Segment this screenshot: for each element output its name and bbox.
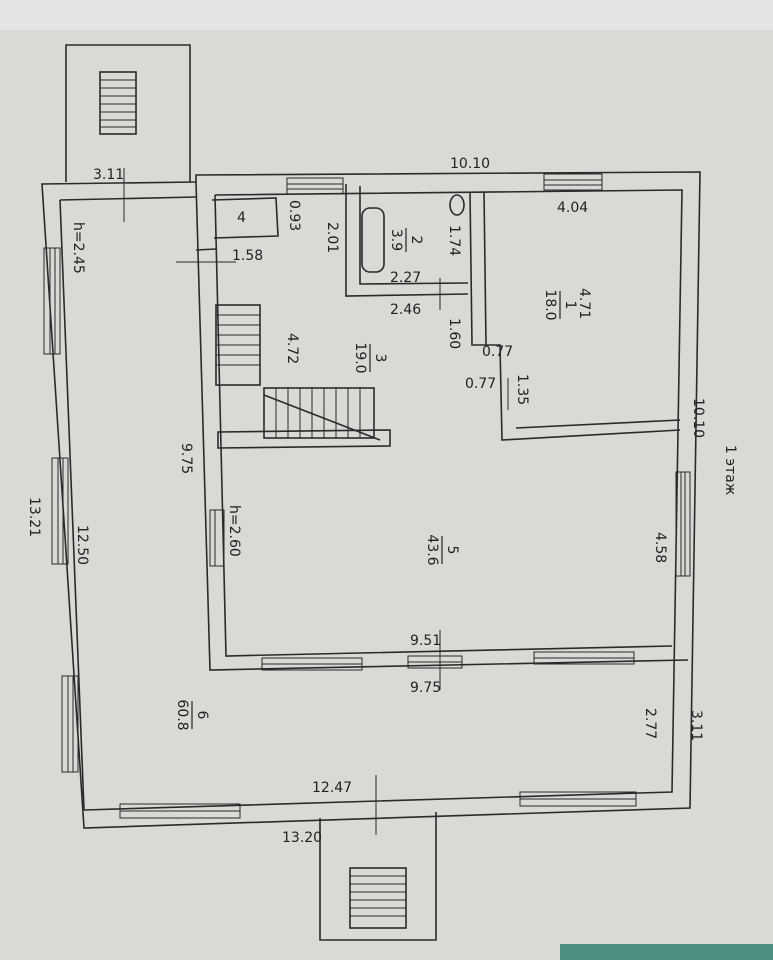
dim-veranda-left-outer: 13.21: [26, 497, 42, 537]
dim-room5-bottom-inner: 9.51: [410, 633, 441, 649]
dim-room4-b: 1.58: [232, 248, 263, 264]
room-number: 1: [562, 301, 578, 310]
height-veranda: h=2.45: [70, 222, 86, 274]
dim-room1-length: 4.71: [576, 288, 592, 319]
dim-veranda-left-inner: 12.50: [74, 525, 90, 565]
dim-bath-a: 2.01: [324, 222, 340, 253]
dim-room1-width: 4.04: [557, 200, 588, 216]
room-area: 19.0: [352, 342, 368, 373]
top-porch: [65, 44, 191, 182]
room-3-label: 3 19.0: [352, 342, 388, 373]
room-6-label: 6 60.8: [174, 699, 210, 730]
room-4-number: 4: [237, 210, 246, 226]
bottom-porch: [319, 812, 437, 941]
room-area: 3.9: [388, 229, 404, 251]
dim-room5-bottom-outer: 9.75: [410, 680, 441, 696]
labels: 10.10 3.11 4.04 1.58 2.27 2.46 0.77 0.77…: [26, 156, 738, 846]
porch-stairs-bottom: [349, 867, 407, 929]
dim-right-overall: 10.10: [690, 398, 706, 438]
toilet: [449, 194, 465, 216]
room-1-label: 1 18.0: [542, 289, 578, 320]
height-house: h=2.60: [226, 505, 242, 557]
dim-top-porch: 3.11: [93, 167, 124, 183]
porch-stairs-top: [99, 71, 137, 135]
dim-bath-c: 2.27: [390, 270, 421, 286]
dim-veranda-right-outer: 3.11: [688, 710, 704, 741]
dim-bath-d: 2.46: [390, 302, 421, 318]
dim-room3-length: 4.72: [284, 333, 300, 364]
dim-bottom-inner: 12.47: [312, 780, 352, 796]
dim-corr-a: 1.60: [446, 318, 462, 349]
house-walls: [195, 181, 689, 671]
dim-room4-a: 0.93: [286, 200, 302, 231]
dim-bottom-outer: 13.20: [282, 830, 322, 846]
room-number: 3: [372, 354, 388, 363]
windows: [43, 173, 691, 819]
dim-room5-right: 4.58: [652, 532, 668, 563]
dim-house-left: 9.75: [178, 443, 194, 474]
bathtub: [361, 207, 385, 273]
room-number: 5: [444, 546, 460, 555]
dimension-ticks: [123, 168, 509, 835]
dim-corr-d: 1.35: [514, 374, 530, 405]
stairs-lower: [263, 387, 375, 439]
dim-veranda-right: 2.77: [642, 708, 658, 739]
room-2-label: 2 3.9: [388, 228, 424, 252]
dim-corr-b: 0.77: [482, 344, 513, 360]
dim-top-overall: 10.10: [450, 156, 490, 172]
room-5-label: 5 43.6: [424, 534, 460, 565]
dim-corr-c: 0.77: [465, 376, 496, 392]
dim-bath-b: 1.74: [446, 225, 462, 256]
table-edge: [560, 944, 773, 960]
room-area: 18.0: [542, 289, 558, 320]
floor-label: 1 этаж: [722, 445, 738, 496]
room-number: 2: [408, 236, 424, 245]
room-area: 60.8: [174, 699, 190, 730]
room-area: 43.6: [424, 534, 440, 565]
room-number: 6: [194, 711, 210, 720]
paper-top-edge: [0, 0, 773, 30]
